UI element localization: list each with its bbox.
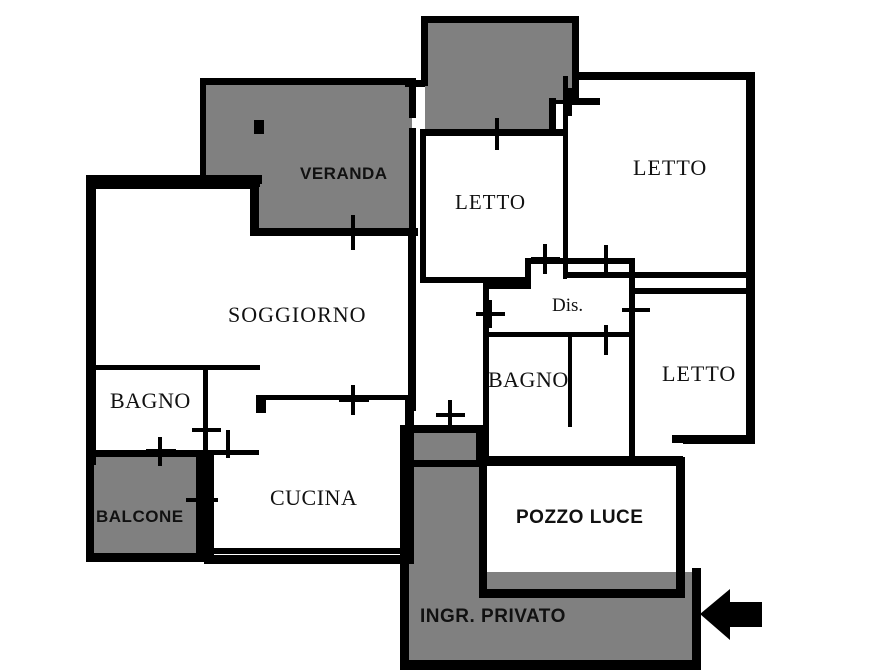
wall-letto-top-bottom [420, 277, 530, 283]
wall-veranda-top [200, 78, 416, 85]
wall-balcone-right [196, 452, 205, 562]
wall-letto-lower-left [629, 288, 635, 438]
wall-stub-pozzo-left-link [405, 460, 483, 467]
wall-ingresso-divider [400, 660, 700, 670]
wall-upper-block-top [421, 16, 579, 23]
wall-bagno-centre-partition [568, 337, 572, 427]
room-label-letto-right: LETTO [633, 155, 708, 180]
wall-balcone-left [86, 452, 94, 562]
wall-stub-right-lower [683, 435, 755, 444]
room-label-disimpegno: Dis. [552, 295, 584, 316]
wall-upper-block-left [421, 16, 428, 86]
wall-ingresso-left [400, 425, 409, 670]
wall-letto-top-left [420, 129, 426, 283]
wall-bagno-left-partition [203, 365, 208, 455]
wall-ingresso-strip-right [476, 425, 484, 465]
room-label-bagno-center: BAGNO [488, 367, 569, 392]
wall-ingresso-top [400, 425, 484, 433]
room-label-bagno-left: BAGNO [110, 388, 191, 413]
wall-soggiorno-right [408, 236, 416, 411]
door-tick-marks [146, 88, 650, 502]
wall-dis-top-left [483, 283, 531, 289]
wall-pozzo-left [479, 457, 487, 597]
wall-letto-right-left [563, 76, 568, 276]
room-label-letto-top: LETTO [455, 190, 527, 214]
wall-soggiorno-inner-top [95, 184, 255, 189]
shaded-areas [88, 20, 700, 670]
wall-letto-right-bottom [563, 272, 753, 278]
wall-pozzo-right [676, 457, 685, 597]
wall-ingresso-right [692, 568, 701, 670]
wall-bagno-centre-left [483, 332, 489, 462]
wall-veranda-right-upper [409, 78, 416, 118]
wall-letto-lower-top [629, 288, 751, 294]
wall-veranda-bottom [253, 228, 418, 236]
wall-soggiorno-step-right [250, 184, 256, 236]
wall-dis-step-h [525, 258, 635, 264]
room-label-veranda: VERANDA [300, 164, 388, 183]
room-label-cucina: CUCINA [270, 485, 358, 510]
wall-cucina-left [204, 452, 214, 562]
wall-outer-right [746, 72, 755, 442]
wall-cucina-bottom [204, 555, 414, 564]
wall-soggiorno-bottom-left [92, 365, 260, 370]
wall-bagno-left-bottom [92, 450, 212, 457]
veranda-shading [204, 82, 412, 232]
wall-dis-bottom [483, 332, 635, 337]
wall-upper-block-notch-v [549, 98, 556, 136]
veranda-pillar-marker [254, 120, 264, 134]
room-label-balcone: BALCONE [96, 507, 184, 526]
wall-upper-block-right-a [572, 16, 579, 98]
room-label-soggiorno: SOGGIORNO [228, 302, 367, 327]
wall-veranda-left [200, 78, 206, 186]
wall-bagno-left-inner-bottom [203, 450, 259, 455]
entrance-arrow-icon [700, 589, 762, 640]
wall-stub-cucina-top [256, 395, 266, 413]
room-label-pozzo-luce: POZZO LUCE [516, 507, 644, 528]
wall-pozzo-top [479, 457, 684, 466]
wall-veranda-right-lower [409, 128, 416, 236]
wall-dis-step-v [525, 258, 531, 288]
wall-outer-left [86, 175, 96, 465]
wall-cucina-inner-bottom [214, 548, 410, 554]
room-label-letto-lower: LETTO [662, 361, 737, 386]
wall-dis-left [483, 283, 489, 333]
wall-pozzo-bottom [479, 589, 685, 598]
balcone-shading [88, 457, 200, 557]
ingresso-privato-shading [405, 430, 700, 670]
wall-upper-block-left-stub [405, 80, 425, 87]
wall-soggiorno-top [86, 175, 262, 184]
wall-cucina-right [405, 400, 414, 560]
wall-soggiorno-bottom-right [256, 395, 411, 400]
wall-balcone-bottom [86, 553, 204, 562]
upper-grey-block-shading [425, 20, 576, 133]
wall-outer-top-right [572, 72, 754, 80]
room-label-ingresso-privato: INGR. PRIVATO [420, 606, 566, 627]
